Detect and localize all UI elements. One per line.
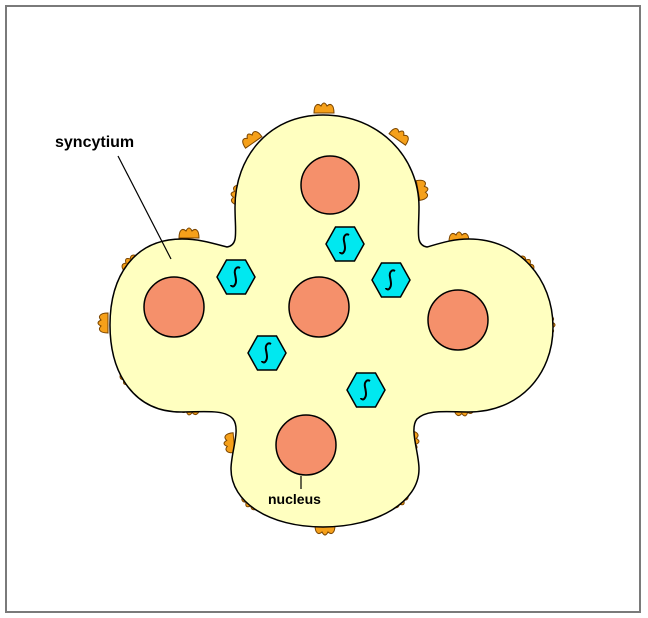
- surface-bump-icon: [179, 228, 199, 238]
- nucleus: [301, 156, 359, 214]
- surface-bump-icon: [314, 103, 334, 113]
- nucleus: [144, 277, 204, 337]
- nucleus-label: nucleus: [268, 491, 321, 507]
- nuclei: [144, 156, 488, 475]
- diagram-frame: syncytium nucleus: [5, 5, 641, 613]
- syncytium-leader-line: [118, 156, 171, 259]
- syncytium-label: syncytium: [55, 134, 134, 151]
- surface-bump-icon: [98, 313, 108, 333]
- syncytium-diagram: syncytium nucleus: [7, 7, 639, 611]
- nucleus: [289, 277, 349, 337]
- nucleus: [428, 290, 488, 350]
- nucleus: [276, 415, 336, 475]
